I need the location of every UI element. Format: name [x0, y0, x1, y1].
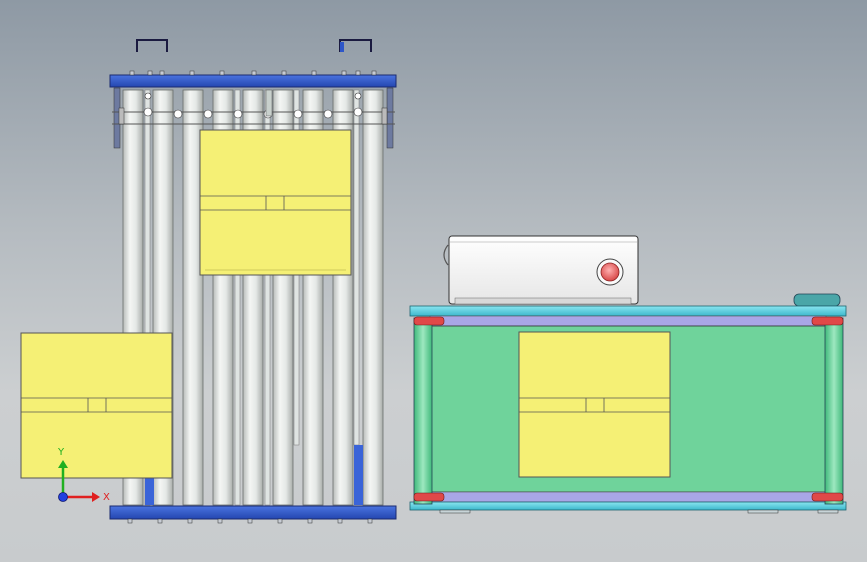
belt-top-guide [429, 315, 827, 327]
roller-3 [182, 89, 204, 506]
shaft-row [112, 89, 395, 125]
blue-roller-segment-left [145, 478, 154, 505]
carton-upper[interactable] [199, 129, 352, 276]
belt-bottom-guide [429, 491, 827, 503]
end-drum-left [413, 317, 433, 505]
side-post-right [386, 87, 394, 149]
top-frame-bar [109, 74, 397, 88]
blue-roller-segment-right [354, 445, 363, 505]
top-frame-bolts [129, 70, 377, 76]
carton-left[interactable] [20, 332, 173, 479]
carton-on-belt[interactable] [518, 331, 671, 478]
bottom-frame-bar [109, 505, 397, 520]
z-axis-dot [58, 492, 68, 502]
belt-bottom-feet [439, 509, 839, 514]
belt-top-rail [409, 305, 847, 317]
coordinate-triad: X Y [57, 447, 110, 503]
end-drum-right [824, 317, 844, 505]
y-axis-label: Y [57, 447, 65, 458]
lift-handle-left [136, 39, 168, 52]
drive-motor-cap [793, 293, 841, 307]
bottom-frame-bolts [127, 518, 373, 524]
motor-control-box[interactable] [443, 235, 639, 305]
roller-9 [362, 89, 384, 506]
lift-handle-right [339, 39, 372, 52]
belt-bottom-rail [409, 501, 847, 511]
x-axis-label: X [103, 492, 110, 503]
bearing-caps [413, 316, 844, 502]
